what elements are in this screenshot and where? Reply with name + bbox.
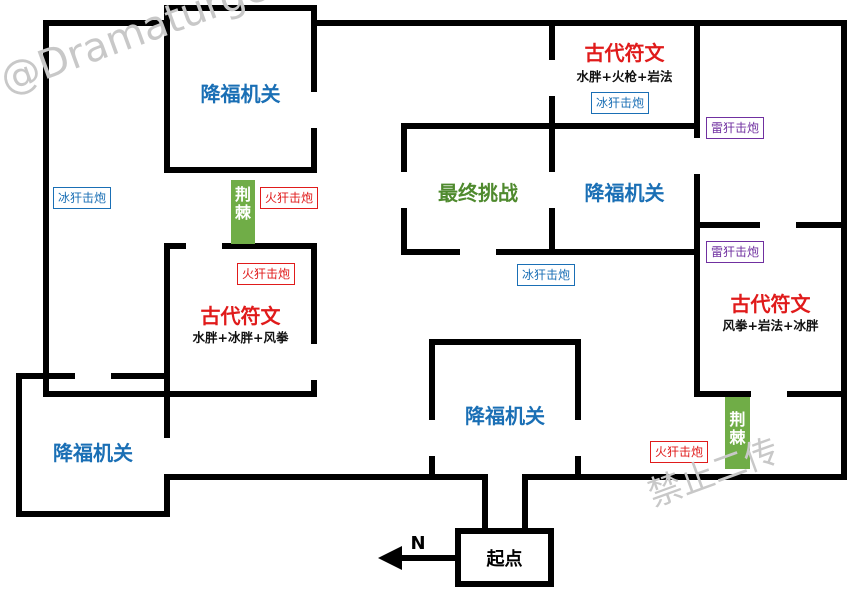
door	[309, 92, 319, 128]
rune-combo-top: 水胖+火枪+岩法	[576, 69, 673, 84]
room-rune-left-wall	[164, 243, 317, 397]
enemy-tag: 火犴击炮	[650, 441, 709, 463]
room-label-blessing-bottom: 降福机关	[465, 404, 545, 428]
room-blessing-top-wall	[164, 5, 317, 173]
door	[399, 172, 409, 208]
north-label: N	[410, 533, 426, 554]
door	[547, 60, 557, 96]
door	[309, 344, 319, 380]
enemy-tag: 火犴击炮	[260, 187, 319, 209]
room-label-rune-left: 古代符文	[200, 304, 281, 328]
door	[75, 371, 111, 381]
north-arrow-icon	[378, 546, 458, 570]
door	[573, 420, 583, 456]
enemy-tag: 火犴击炮	[237, 263, 296, 285]
door	[547, 172, 557, 208]
thorn-barrier-left: 荆棘	[231, 180, 255, 244]
door	[488, 472, 522, 482]
thorn-barrier-right: 荆棘	[725, 397, 750, 469]
door	[162, 438, 172, 474]
rune-combo-right: 风拳+岩法+冰胖	[722, 318, 819, 333]
room-label-blessing-top: 降福机关	[200, 82, 281, 106]
room-label-final-challenge: 最终挑战	[438, 181, 518, 205]
enemy-tag: 冰犴击炮	[517, 264, 576, 286]
room-label-blessing-center: 降福机关	[584, 181, 665, 205]
enemy-tag: 冰犴击炮	[53, 187, 112, 209]
room-label-rune-top: 古代符文	[584, 41, 665, 65]
room-label-start: 起点	[486, 549, 523, 570]
enemy-tag: 冰犴击炮	[591, 92, 650, 114]
door	[760, 220, 796, 230]
door	[460, 247, 496, 257]
door	[692, 138, 702, 174]
enemy-tag: 雷犴击炮	[706, 117, 765, 139]
corridor-wall	[482, 474, 528, 534]
room-label-rune-right: 古代符文	[730, 292, 811, 316]
enemy-tag: 雷犴击炮	[706, 241, 765, 263]
room-label-blessing-left: 降福机关	[53, 441, 133, 465]
door	[186, 241, 222, 251]
rune-combo-left: 水胖+冰胖+风拳	[192, 330, 289, 345]
door	[751, 389, 787, 399]
door	[427, 420, 437, 456]
